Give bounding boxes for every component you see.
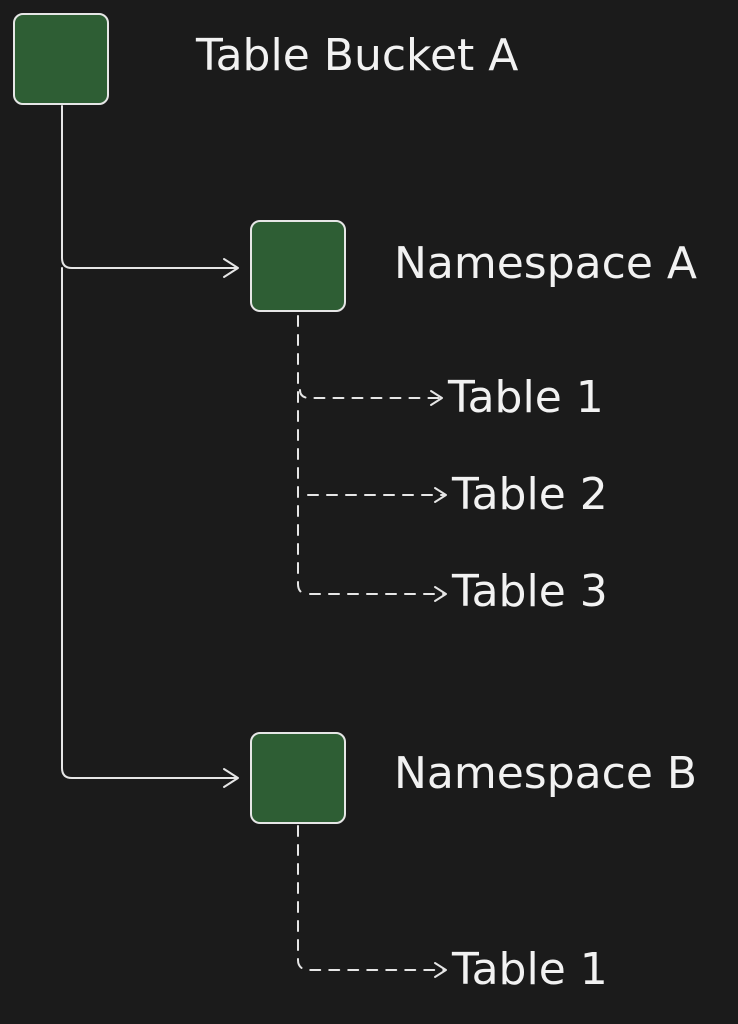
namespace-b-table-1-label: Table 1	[451, 944, 608, 995]
namespace-a-label: Namespace A	[394, 238, 697, 289]
namespace-a-table-1-label: Table 1	[447, 372, 604, 423]
namespace-a-table-2-label: Table 2	[451, 469, 608, 520]
namespace-a-table-3-label: Table 3	[451, 566, 608, 617]
bucket-label: Table Bucket A	[195, 30, 518, 81]
connector-bucket-to-namespace-b	[61, 267, 237, 779]
arrowhead-namespace-a	[223, 258, 239, 278]
namespace-b-node-box[interactable]	[250, 732, 346, 824]
arrowhead-namespace-a-table-3	[434, 586, 447, 602]
namespace-a-node-box[interactable]	[250, 220, 346, 312]
connector-bucket-to-namespace-a	[61, 105, 237, 269]
namespace-b-label: Namespace B	[394, 748, 697, 799]
connector-namespace-b-table-1	[297, 825, 445, 971]
arrowhead-namespace-a-table-1	[430, 390, 443, 406]
arrowhead-namespace-a-table-2	[434, 487, 447, 503]
bucket-node-box[interactable]	[13, 13, 109, 105]
arrowhead-namespace-b-table-1	[434, 962, 447, 978]
arrowhead-namespace-b	[223, 768, 239, 788]
connector-namespace-a-table-1	[299, 389, 441, 399]
connector-namespace-a-trunk	[297, 315, 309, 595]
